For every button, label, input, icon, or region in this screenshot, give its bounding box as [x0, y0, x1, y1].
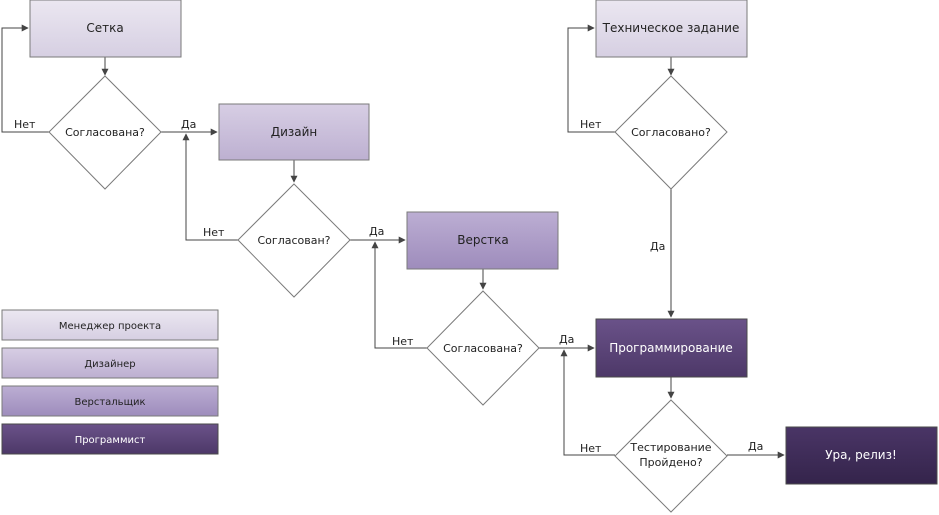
- label-yes-tz: Да: [650, 240, 665, 253]
- label-no-dizain: Нет: [203, 226, 225, 239]
- label-no-tz: Нет: [580, 118, 602, 131]
- label-yes-verstka: Да: [559, 333, 574, 346]
- node-dizain: Дизайн: [218, 103, 370, 161]
- legend-item-manager: Менеджер проекта: [1, 309, 219, 341]
- node-setka: Сетка: [29, 0, 182, 58]
- node-dizain-label: Дизайн: [271, 125, 318, 139]
- decision-test: Тестирование Пройдено?: [614, 399, 728, 513]
- decision-tz-label: Согласовано?: [631, 126, 711, 139]
- decision-dizain: Согласован?: [237, 183, 351, 298]
- node-verstka: Верстка: [406, 211, 559, 270]
- legend-item-label: Дизайнер: [84, 359, 135, 370]
- label-no-setka: Нет: [14, 118, 36, 131]
- node-setka-label: Сетка: [86, 21, 123, 35]
- edge-dizain-no-loop: [182, 133, 238, 241]
- node-release-label: Ура, релиз!: [825, 448, 897, 462]
- node-tz: Техническое задание: [595, 0, 748, 58]
- label-yes-dizain: Да: [369, 225, 384, 238]
- label-no-verstka: Нет: [392, 335, 414, 348]
- legend: Менеджер проекта Дизайнер Верстальщик Пр…: [1, 309, 219, 455]
- label-yes-setka: Да: [181, 118, 196, 131]
- decision-dizain-label: Согласован?: [258, 234, 331, 247]
- node-release: Ура, релиз!: [785, 426, 938, 485]
- decision-test-label-line1: Тестирование: [629, 441, 711, 454]
- decision-tz: Согласовано?: [614, 75, 728, 190]
- label-yes-test: Да: [748, 440, 763, 453]
- decision-verstka: Согласована?: [426, 290, 540, 406]
- legend-item-layout: Верстальщик: [1, 385, 219, 417]
- edge-tz-no-loop: [567, 24, 615, 133]
- label-no-test: Нет: [580, 442, 602, 455]
- legend-item-label: Менеджер проекта: [59, 321, 161, 332]
- decision-test-label-line2: Пройдено?: [639, 456, 702, 469]
- node-programmirovanie-label: Программирование: [609, 341, 733, 355]
- edge-verstka-no-loop: [371, 241, 427, 349]
- node-tz-label: Техническое задание: [602, 21, 740, 35]
- decision-verstka-label: Согласована?: [443, 342, 523, 355]
- connectors: [1, 24, 785, 459]
- legend-item-designer: Дизайнер: [1, 347, 219, 379]
- decision-setka: Согласована?: [48, 75, 162, 190]
- legend-item-programmer: Программист: [1, 423, 219, 455]
- edge-labels: Нет Да Нет Да Нет Да Нет Да Нет Да: [14, 118, 763, 455]
- legend-item-label: Программист: [75, 435, 146, 446]
- edge-test-no-loop: [560, 349, 615, 456]
- edge-setka-no-loop: [1, 24, 49, 133]
- node-verstka-label: Верстка: [457, 233, 508, 247]
- decision-setka-label: Согласована?: [65, 126, 145, 139]
- legend-item-label: Верстальщик: [74, 397, 145, 408]
- node-programmirovanie: Программирование: [595, 318, 748, 378]
